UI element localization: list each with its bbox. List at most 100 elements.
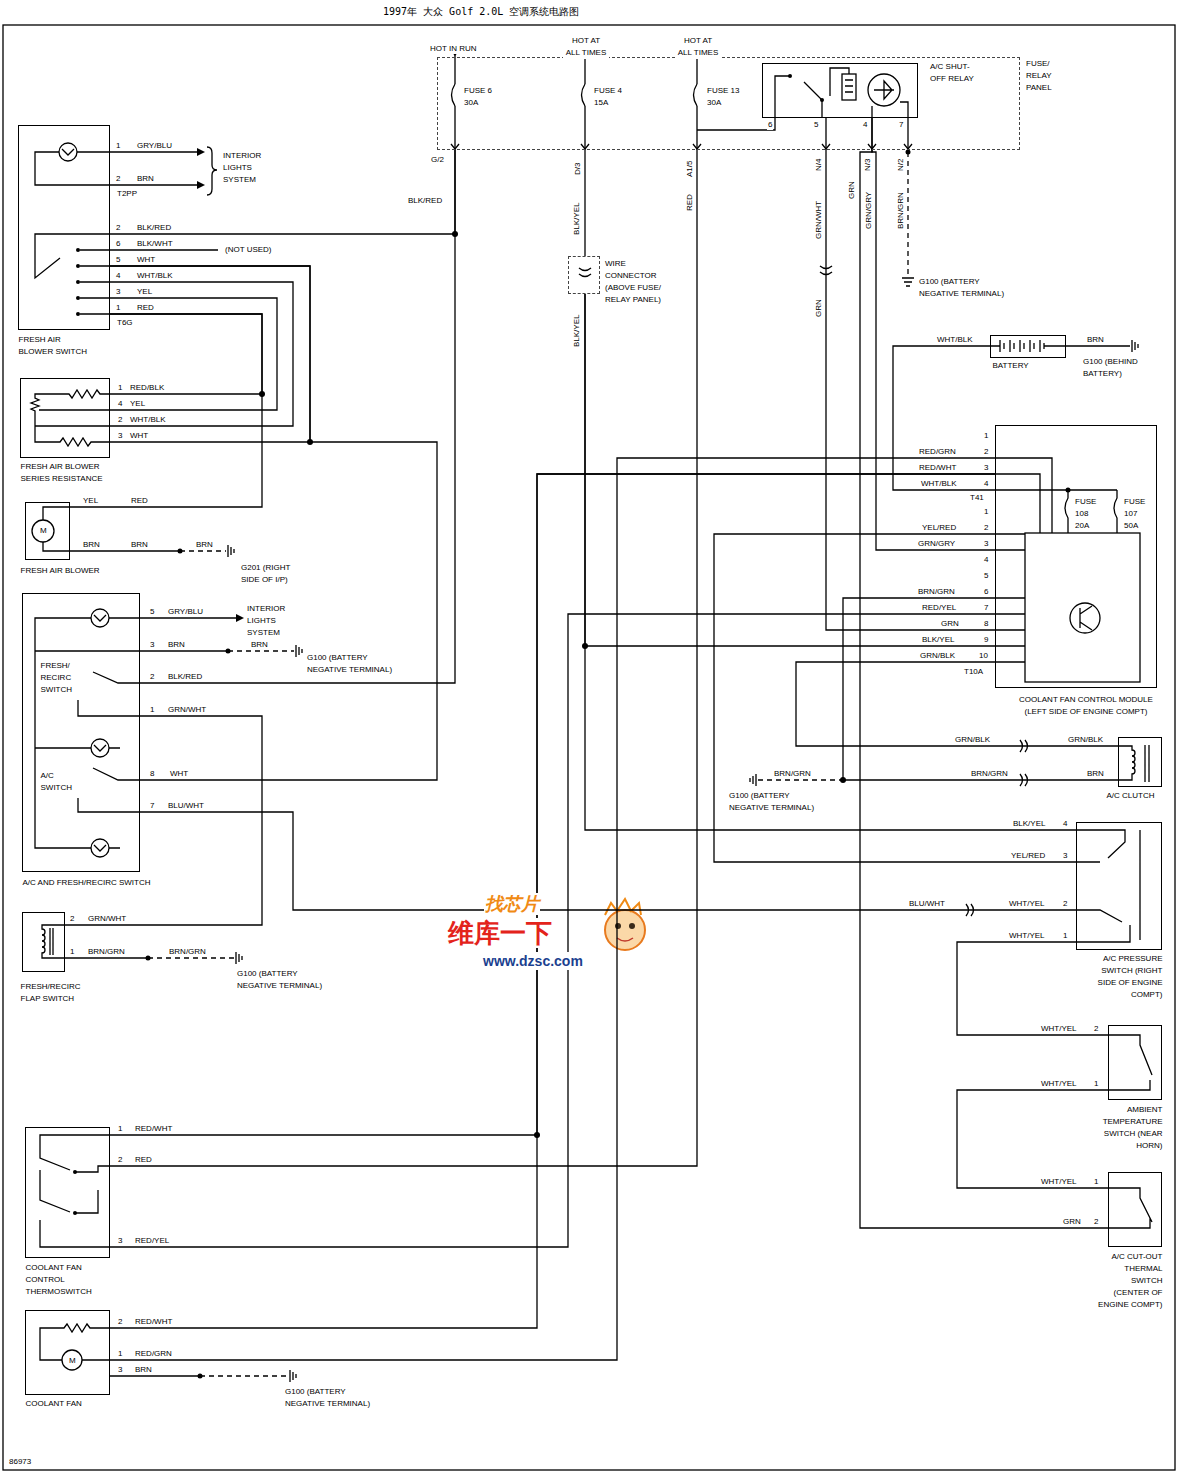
wire-label: BLK/RED xyxy=(407,196,443,206)
pin-number: 1 xyxy=(117,383,123,393)
wire-label: BRN xyxy=(134,1365,153,1375)
splice-dot xyxy=(906,150,911,155)
pin-number: 1 xyxy=(69,947,75,957)
wire-path xyxy=(197,148,244,622)
wire xyxy=(957,1090,1108,1188)
wire-label: G100 (BATTERY NEGATIVE TERMINAL) xyxy=(728,790,830,814)
wire-path xyxy=(42,925,65,958)
wire-label: INTERIOR LIGHTS SYSTEM xyxy=(246,603,292,639)
wire-label: RED/BLK xyxy=(129,383,165,393)
wire-label: GRN/BLK xyxy=(954,735,991,745)
wire-label: GRN xyxy=(1062,1217,1082,1227)
splice-dot xyxy=(76,264,80,268)
pin-number: 2 xyxy=(115,174,121,184)
pin-number: 4 xyxy=(117,399,123,409)
wire-path xyxy=(228,650,294,651)
wire-label: BLU/WHT xyxy=(908,899,946,909)
wire-label: YEL xyxy=(136,287,153,297)
switch-box: A/C PRESSURE SWITCH (RIGHT SIDE OF ENGIN… xyxy=(1076,822,1162,950)
wire-label: WHT/YEL xyxy=(1008,931,1046,941)
pin-number: 2 xyxy=(69,914,75,924)
wire-label: T41 xyxy=(969,493,985,503)
pin-number: 1 xyxy=(117,1349,123,1359)
wire xyxy=(826,118,995,631)
pin-number: 3 xyxy=(117,431,123,441)
switch-box: FRESH/RECIRC FLAP SWITCH xyxy=(22,912,65,972)
wire xyxy=(110,474,995,1135)
pin-number: 4 xyxy=(983,479,989,489)
wire-path xyxy=(35,618,140,848)
pin-number: 10 xyxy=(978,651,989,661)
diagram-title: 1997年 大众 Golf 2.0L 空调系统电路图 xyxy=(382,5,580,19)
wire xyxy=(957,942,1108,1035)
wire-path xyxy=(995,534,1025,662)
pin-number: 1 xyxy=(115,303,121,313)
wire-label: RED/YEL xyxy=(921,603,957,613)
component-name: AMBIENT TEMPERATURE SWITCH (NEAR HORN) xyxy=(1096,1104,1164,1152)
wire-label: RED/YEL xyxy=(134,1236,170,1246)
splice-dot xyxy=(32,520,54,542)
wire-label: GRN xyxy=(847,180,857,200)
wire-label: N/2 xyxy=(896,158,906,172)
wire-path xyxy=(40,1135,110,1247)
pin-number: 5 xyxy=(983,571,989,581)
pin-number: 6 xyxy=(983,587,989,597)
wire-label: G100 (BEHIND BATTERY) xyxy=(1082,356,1164,380)
motor-box: COOLANT FAN xyxy=(25,1310,110,1395)
wire-label: HOT AT ALL TIMES xyxy=(675,35,721,59)
wire-path xyxy=(236,952,242,964)
wire-label: INTERIOR LIGHTS SYSTEM xyxy=(222,150,268,186)
switch-box: FRESH AIR BLOWER SWITCH xyxy=(18,125,110,330)
pin-number: 2 xyxy=(149,672,155,682)
wire-label: M xyxy=(39,526,48,536)
wire-path xyxy=(697,118,775,130)
wire-path xyxy=(180,550,226,551)
wire-path xyxy=(1118,745,1149,782)
wire-path xyxy=(605,899,641,915)
wire-path xyxy=(140,617,236,618)
wire-label: FUSE 6 30A xyxy=(463,85,497,109)
wire-label: BRN xyxy=(195,540,214,550)
wire-label: BLK/RED xyxy=(167,672,203,682)
pin-number: 4 xyxy=(983,555,989,565)
wire-path xyxy=(296,645,302,657)
splice-dot xyxy=(1070,603,1100,633)
component-name: A/C CLUTCH xyxy=(1106,791,1156,801)
component-name: FUSE/ RELAY PANEL xyxy=(1025,58,1057,94)
wire-path xyxy=(1108,1035,1152,1090)
wire xyxy=(872,118,995,551)
wire xyxy=(110,614,995,1247)
wire-label: FUSE 4 15A xyxy=(593,85,627,109)
wire-label: BLK/WHT xyxy=(136,239,174,249)
wire-label: BRN xyxy=(167,640,186,650)
wire-label: WHT xyxy=(129,431,149,441)
wire-label: RED xyxy=(130,496,149,506)
pin-number: 7 xyxy=(149,801,155,811)
wire-label: WHT xyxy=(136,255,156,265)
component-name: FRESH/RECIRC FLAP SWITCH xyxy=(20,981,90,1005)
wire-label: GRN/GRY xyxy=(917,539,956,549)
wire-label: GRN/GRY xyxy=(864,191,874,230)
wire-path xyxy=(1076,830,1140,942)
wire-label: RED xyxy=(685,193,695,212)
wire-label: RED/WHT xyxy=(134,1124,173,1134)
wire-label: RED/WHT xyxy=(134,1317,173,1327)
wire-label: FUSE 107 50A xyxy=(1123,496,1149,532)
splice-dot xyxy=(1066,488,1071,493)
wire-label: GRN xyxy=(940,619,960,629)
wire xyxy=(584,150,585,256)
wire-label: GRN xyxy=(814,298,824,318)
wire-label: T6G xyxy=(116,318,134,328)
pin-number: 2 xyxy=(117,1155,123,1165)
wire-label: HOT IN RUN xyxy=(429,44,478,54)
pin-number: 3 xyxy=(149,640,155,650)
wire-label: WHT/BLK xyxy=(936,335,974,345)
watermark: 维库一下 xyxy=(447,918,553,948)
wire-label: GRN/BLK xyxy=(1067,735,1104,745)
wire-label: BLU/WHT xyxy=(167,801,205,811)
component-name: FRESH/ RECIRC SWITCH xyxy=(40,660,86,696)
wire-label: M xyxy=(68,1356,77,1366)
component-name: COOLANT FAN CONTROL THERMOSWITCH xyxy=(25,1262,99,1298)
